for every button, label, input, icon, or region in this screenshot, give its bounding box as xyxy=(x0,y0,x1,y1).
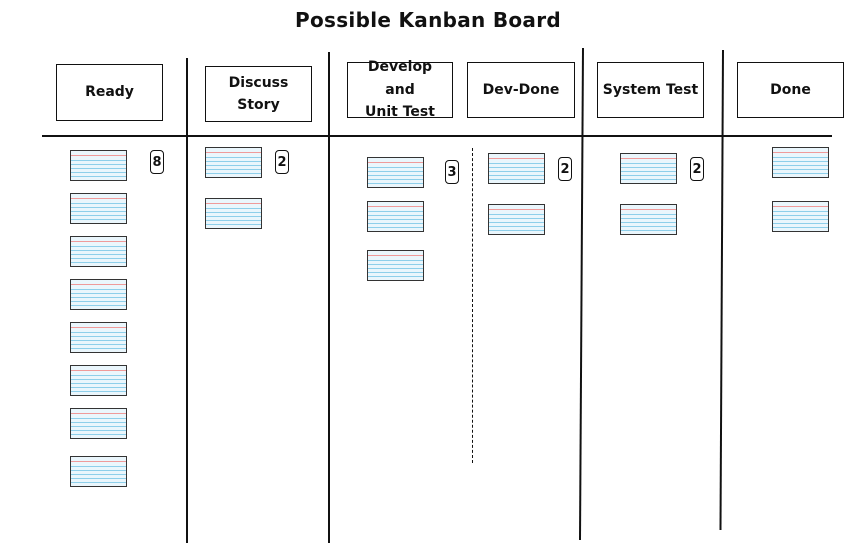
story-card[interactable] xyxy=(772,147,829,178)
column-header-system-test: System Test xyxy=(597,62,704,118)
column-header-develop-unit-test: Develop and Unit Test xyxy=(347,59,453,120)
column-separator xyxy=(328,52,330,543)
wip-limit-badge-system-test: 2 xyxy=(690,157,704,181)
story-card[interactable] xyxy=(70,150,127,181)
subcolumn-dashed-divider xyxy=(472,148,473,463)
story-card[interactable] xyxy=(772,201,829,232)
column-header-done: Done xyxy=(737,62,844,118)
column-separator xyxy=(186,58,188,543)
column-separator xyxy=(719,49,724,530)
story-card[interactable] xyxy=(367,250,424,281)
column-header-ready: Ready xyxy=(56,64,163,121)
story-card[interactable] xyxy=(70,365,127,396)
story-card[interactable] xyxy=(70,322,127,353)
story-card[interactable] xyxy=(70,408,127,439)
header-divider xyxy=(42,135,832,137)
story-card[interactable] xyxy=(205,198,262,229)
story-card[interactable] xyxy=(488,204,545,235)
column-separator xyxy=(578,47,584,540)
wip-limit-badge-ready: 8 xyxy=(150,150,164,174)
story-card[interactable] xyxy=(620,153,677,184)
story-card[interactable] xyxy=(620,204,677,235)
story-card[interactable] xyxy=(367,157,424,188)
board-title: Possible Kanban Board xyxy=(295,8,561,32)
story-card[interactable] xyxy=(70,456,127,487)
story-card[interactable] xyxy=(70,279,127,310)
wip-limit-badge-discuss-story: 2 xyxy=(275,150,289,174)
column-header-discuss-story: Discuss Story xyxy=(205,66,312,122)
story-card[interactable] xyxy=(367,201,424,232)
story-card[interactable] xyxy=(70,193,127,224)
wip-limit-badge-dev-done: 2 xyxy=(558,157,572,181)
story-card[interactable] xyxy=(70,236,127,267)
wip-limit-badge-develop: 3 xyxy=(445,160,459,184)
column-header-dev-done: Dev-Done xyxy=(467,62,575,118)
story-card[interactable] xyxy=(205,147,262,178)
story-card[interactable] xyxy=(488,153,545,184)
